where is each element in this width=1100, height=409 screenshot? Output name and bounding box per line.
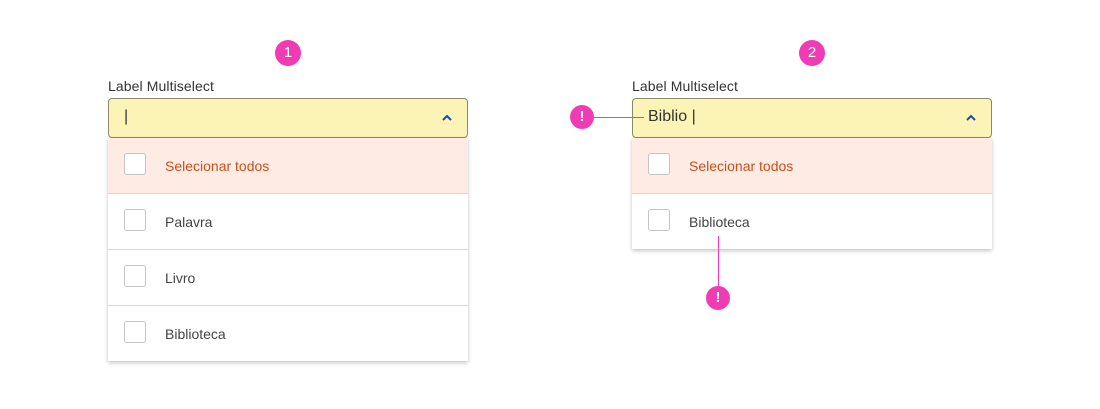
field-label: Label Multiselect [632,78,738,94]
option-label: Biblioteca [689,214,750,230]
multiselect-example-1: 1 Label Multiselect | Selecionar todos P… [108,0,468,409]
annotation-connector-line [718,236,719,286]
exclamation-icon: ! [570,105,594,129]
option-label: Biblioteca [165,326,226,342]
dropdown-list: Selecionar todos Palavra Livro Bibliotec… [108,138,468,361]
option-biblioteca[interactable]: Biblioteca [632,194,992,249]
dropdown-list: Selecionar todos Biblioteca [632,138,992,249]
select-input-text[interactable]: Biblio | [648,108,696,125]
option-livro[interactable]: Livro [108,250,468,306]
step-badge-2: 2 [799,40,825,66]
chevron-up-icon[interactable] [965,113,977,123]
checkbox[interactable] [124,321,146,343]
option-palavra[interactable]: Palavra [108,194,468,250]
option-label: Palavra [165,214,213,230]
chevron-up-icon[interactable] [441,113,453,123]
select-input-text[interactable]: | [124,108,129,125]
field-label: Label Multiselect [108,78,214,94]
step-badge-1: 1 [275,40,301,66]
checkbox[interactable] [124,265,146,287]
multiselect-input[interactable]: Biblio | [632,98,992,138]
checkbox[interactable] [648,209,670,231]
checkbox[interactable] [124,153,146,175]
option-biblioteca[interactable]: Biblioteca [108,306,468,361]
checkbox[interactable] [648,153,670,175]
multiselect-example-2: 2 Label Multiselect Biblio | Selecionar … [632,0,992,409]
exclamation-icon: ! [706,286,730,310]
multiselect-input[interactable]: | [108,98,468,138]
option-label: Selecionar todos [165,158,270,174]
annotation-connector-line [594,117,644,118]
option-select-all[interactable]: Selecionar todos [108,138,468,194]
option-label: Selecionar todos [689,158,794,174]
option-select-all[interactable]: Selecionar todos [632,138,992,194]
option-label: Livro [165,270,196,286]
checkbox[interactable] [124,209,146,231]
